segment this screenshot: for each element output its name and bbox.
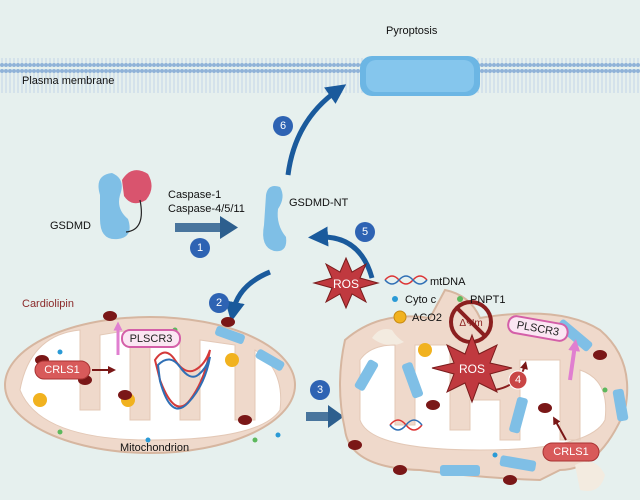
arrow-step-2 [224, 269, 271, 322]
arrow-step-3 [306, 405, 344, 428]
caspase-1-label: Caspase-1 [168, 189, 221, 201]
plscr3-left: PLSCR3 [121, 329, 181, 348]
svg-text:ROS: ROS [333, 277, 359, 291]
crls1-arrow-right [553, 416, 567, 441]
svg-text:1: 1 [197, 242, 203, 254]
svg-text:ΔΨm: ΔΨm [459, 318, 482, 329]
svg-text:PLSCR3: PLSCR3 [130, 333, 173, 345]
mtdna-label: mtDNA [430, 276, 466, 288]
svg-text:CRLS1: CRLS1 [44, 364, 79, 376]
svg-text:ROS: ROS [459, 362, 485, 376]
plscr3-right: PLSCR3 [507, 315, 569, 342]
plasma-membrane [0, 58, 640, 93]
svg-text:5: 5 [362, 226, 368, 238]
svg-text:4: 4 [515, 374, 521, 386]
step-badge-2: 2 [209, 293, 229, 313]
step-badge-3: 3 [310, 380, 330, 400]
cyto-c-label: Cyto c [405, 294, 437, 306]
arrow-step-6 [285, 84, 347, 176]
svg-text:CRLS1: CRLS1 [553, 446, 588, 458]
gsdmd-protein [98, 170, 152, 240]
crls1-left: CRLS1 [34, 360, 91, 380]
arrow-step-1 [175, 216, 238, 239]
aco2-icon [393, 310, 407, 324]
ros-starburst-left: ROS [312, 256, 380, 310]
mtdna-icon-strand [384, 275, 428, 285]
mtdna-icon [384, 275, 428, 285]
caspase-4-5-11-label: Caspase-4/5/11 [168, 203, 245, 215]
gsdmd-nt-label: GSDMD-NT [289, 197, 349, 209]
step-badge-4: 4 [508, 370, 528, 390]
ros-starburst-right: ROS [431, 333, 513, 404]
flip-arrow-right [568, 339, 581, 381]
crls1-right: CRLS1 [542, 442, 600, 462]
step-badge-5: 5 [355, 222, 375, 242]
plasma-membrane-label: Plasma membrane [22, 75, 114, 87]
arrow-step-5 [308, 226, 375, 279]
gsdmd-nt-protein [263, 186, 287, 252]
svg-text:2: 2 [216, 297, 222, 309]
gsdmd-pore [360, 56, 480, 96]
pyroptosis-label: Pyroptosis [386, 25, 438, 37]
cyto-c-icon [392, 296, 398, 302]
step-badge-6: 6 [273, 116, 293, 136]
svg-text:3: 3 [317, 384, 323, 396]
step-badge-1: 1 [190, 238, 210, 258]
mitochondrion-label: Mitochondrion [120, 442, 189, 454]
svg-text:6: 6 [280, 120, 286, 132]
gsdmd-label: GSDMD [50, 220, 91, 232]
aco2-label: ACO2 [412, 312, 442, 324]
cardiolipin-label: Cardiolipin [22, 298, 74, 310]
pnpt1-icon [457, 296, 463, 302]
healthy-mitochondrion [4, 311, 296, 454]
pnpt1-label: PNPT1 [470, 294, 505, 306]
